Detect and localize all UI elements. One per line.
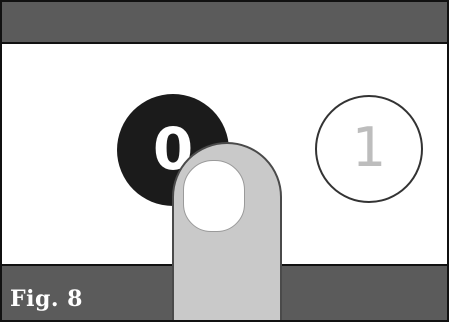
one-button-label: 1 [351,116,387,179]
finger-illustration [172,142,282,320]
fingernail-illustration [183,160,245,232]
one-button[interactable]: 1 [315,95,423,203]
figure-caption: Fig. 8 [10,286,83,312]
top-band [2,2,447,44]
